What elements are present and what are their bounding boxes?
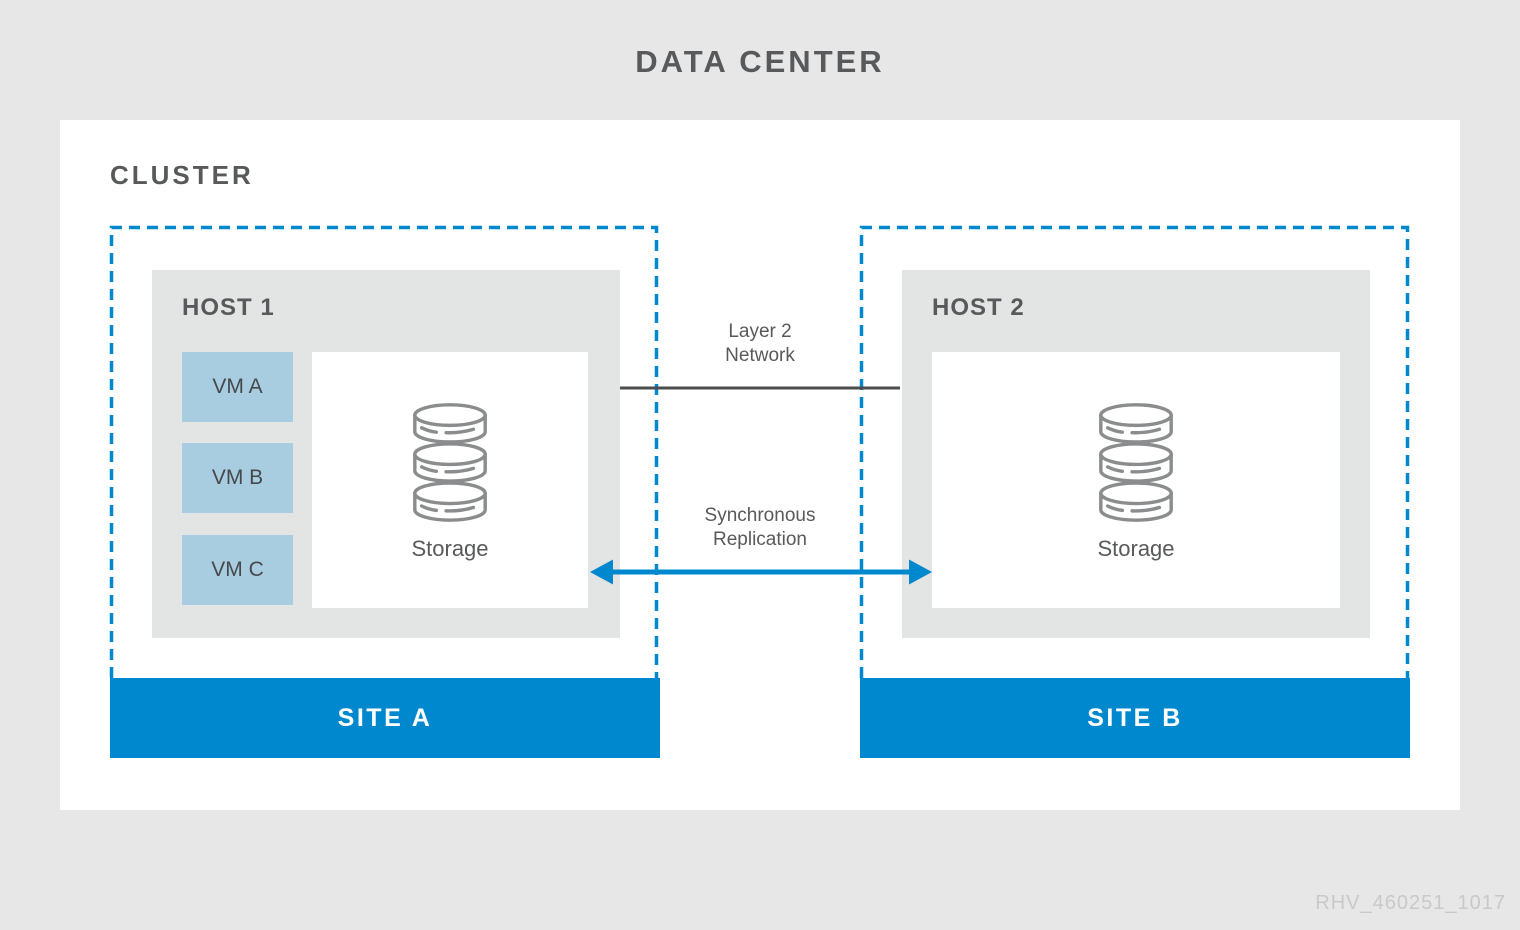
host2-box: HOST 2	[902, 270, 1370, 638]
host2-storage-box: Storage	[932, 352, 1340, 608]
host1-box: HOST 1 VM A VM B VM C	[152, 270, 620, 638]
synchronous-replication-label-line1: Synchronous	[704, 505, 816, 526]
layer2-network-label-line2: Network	[725, 345, 795, 366]
site-b-bar: SITE B	[860, 678, 1410, 758]
synchronous-replication-label-line2: Replication	[713, 529, 807, 550]
synchronous-replication-label: Synchronous Replication	[640, 504, 880, 552]
host2-label: HOST 2	[932, 294, 1025, 321]
watermark-text: RHV_460251_1017	[1315, 892, 1506, 914]
vm-a-box: VM A	[182, 352, 293, 422]
vm-b-box: VM B	[182, 443, 293, 513]
host1-label: HOST 1	[182, 294, 275, 321]
datacenter-panel: CLUSTER HOST 1 VM A VM B VM C	[60, 120, 1460, 810]
vm-c-box: VM C	[182, 535, 293, 605]
host2-storage-label: Storage	[1097, 536, 1175, 561]
replication-double-arrow	[590, 559, 932, 585]
host1-storage-label: Storage	[411, 536, 489, 561]
site-a-label: SITE A	[337, 703, 433, 732]
database-icon	[1099, 403, 1173, 522]
site-a-bar: SITE A	[110, 678, 660, 758]
layer2-network-label-line1: Layer 2	[728, 321, 792, 342]
database-icon	[413, 403, 487, 522]
page-title: DATA CENTER	[635, 44, 885, 79]
host1-storage-box: Storage	[312, 352, 588, 608]
cluster-label: CLUSTER	[110, 160, 254, 190]
layer2-network-label: Layer 2 Network	[640, 320, 880, 368]
site-b-label: SITE B	[1087, 703, 1183, 732]
